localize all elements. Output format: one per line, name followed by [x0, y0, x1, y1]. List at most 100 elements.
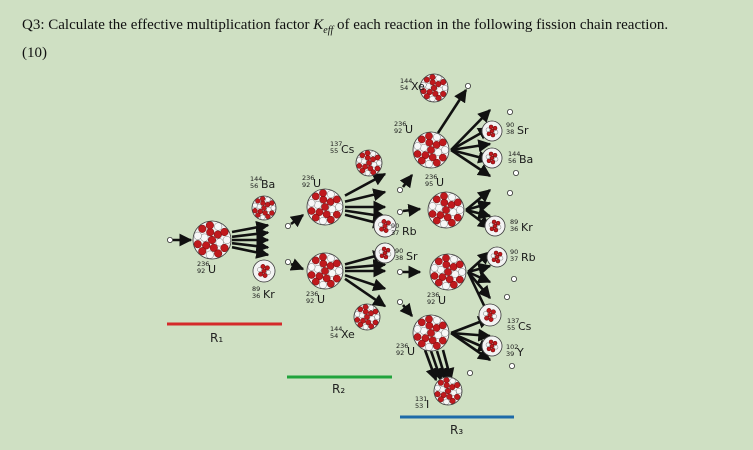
neutron-p6 [508, 362, 515, 369]
neutron-p1 [506, 109, 513, 116]
r1-neutron-arrow [231, 220, 270, 234]
r1-neutron-arrow [231, 239, 270, 253]
ba144-nucleus-a [251, 195, 277, 221]
svg-text:236: 236 [302, 174, 314, 182]
stage-label-r2: R₂ [332, 382, 345, 396]
svg-text:56: 56 [250, 182, 258, 190]
r3-fan-arrow [467, 251, 491, 273]
svg-text:236: 236 [306, 290, 318, 298]
svg-text:Cs: Cs [341, 143, 355, 156]
svg-text:55: 55 [330, 147, 338, 155]
sr90-nucleus-b [481, 120, 503, 142]
r3-top-up-arrow [436, 88, 468, 134]
svg-text:95: 95 [425, 180, 433, 188]
cs137-nucleus-b [478, 303, 502, 327]
k-symbol: K [313, 17, 324, 33]
u236-low-nucleus [429, 253, 467, 291]
neutron-arrows [166, 83, 520, 382]
r3-down-arrow [423, 349, 439, 382]
neutron-r1-lower-arrow [289, 258, 305, 271]
svg-text:Rb: Rb [521, 251, 536, 264]
neutron-r3-top [464, 83, 471, 90]
svg-text:90: 90 [395, 247, 403, 255]
neutron-r1-upper [284, 222, 291, 229]
stage-label-r3: R₃ [450, 423, 463, 437]
r2-upper-arrow [344, 188, 387, 203]
svg-text:92: 92 [396, 349, 404, 357]
svg-text:Sr: Sr [517, 124, 529, 137]
r1-neutron-arrow [231, 245, 270, 259]
r3-fan-arrow [450, 139, 492, 153]
svg-text:144: 144 [400, 77, 412, 85]
k-subscript: eff [323, 25, 334, 36]
svg-text:Ba: Ba [519, 153, 533, 166]
svg-text:54: 54 [330, 332, 338, 340]
svg-text:Rb: Rb [402, 225, 417, 238]
u236-bottom-nucleus [412, 314, 450, 352]
r2-upper-arrow [344, 208, 387, 222]
svg-text:90: 90 [391, 222, 399, 230]
svg-text:236: 236 [394, 120, 406, 128]
svg-text:56: 56 [508, 157, 516, 165]
sr90-nucleus-a [374, 242, 396, 264]
svg-text:Ba: Ba [261, 178, 275, 191]
u236-initial-nucleus [192, 220, 232, 260]
svg-text:137: 137 [507, 317, 519, 325]
rb90-nucleus-b [486, 246, 508, 268]
svg-text:Xe: Xe [341, 328, 355, 341]
r3-fan-arrow [467, 262, 492, 276]
svg-text:90: 90 [506, 121, 514, 129]
stage-markers: R₁ R₂ R₃ [167, 322, 514, 437]
question-suffix: of each reaction in the following fissio… [333, 17, 669, 33]
r3-fan-arrow [450, 331, 492, 362]
svg-text:90: 90 [510, 248, 518, 256]
xe144-nucleus-a [353, 303, 381, 331]
r3-fan-arrow [450, 328, 492, 342]
svg-text:U: U [438, 294, 446, 307]
neutron-p4 [510, 275, 517, 282]
svg-text:53: 53 [415, 402, 423, 410]
svg-text:Sr: Sr [406, 250, 418, 263]
svg-text:92: 92 [306, 297, 314, 305]
cs137-nucleus-a [355, 149, 383, 177]
u236-top-nucleus [412, 131, 450, 169]
u236-mid-nucleus [427, 191, 465, 229]
svg-text:89: 89 [252, 285, 260, 293]
svg-text:92: 92 [427, 298, 435, 306]
neutron-r2-a-arrow [399, 173, 414, 189]
neutron-r2-b-arrow [402, 203, 422, 217]
svg-text:236: 236 [427, 291, 439, 299]
svg-text:U: U [407, 345, 415, 358]
svg-text:144: 144 [508, 150, 520, 158]
svg-text:137: 137 [330, 140, 342, 148]
kr89-nucleus-b [484, 215, 506, 237]
stage-label-r1: R₁ [210, 331, 223, 345]
svg-text:U: U [313, 177, 321, 190]
svg-text:U: U [436, 176, 444, 189]
r1-neutron-arrow [231, 227, 270, 241]
question-text: Q3: Calculate the effective multiplicati… [22, 14, 737, 64]
y102-nucleus [481, 335, 503, 357]
r2-upper-arrow [344, 172, 387, 197]
neutron-r1-upper-arrow [289, 213, 305, 228]
r2-lower-arrow [344, 277, 387, 308]
svg-text:Xe: Xe [411, 80, 425, 93]
u236-upper-nucleus [306, 188, 344, 226]
